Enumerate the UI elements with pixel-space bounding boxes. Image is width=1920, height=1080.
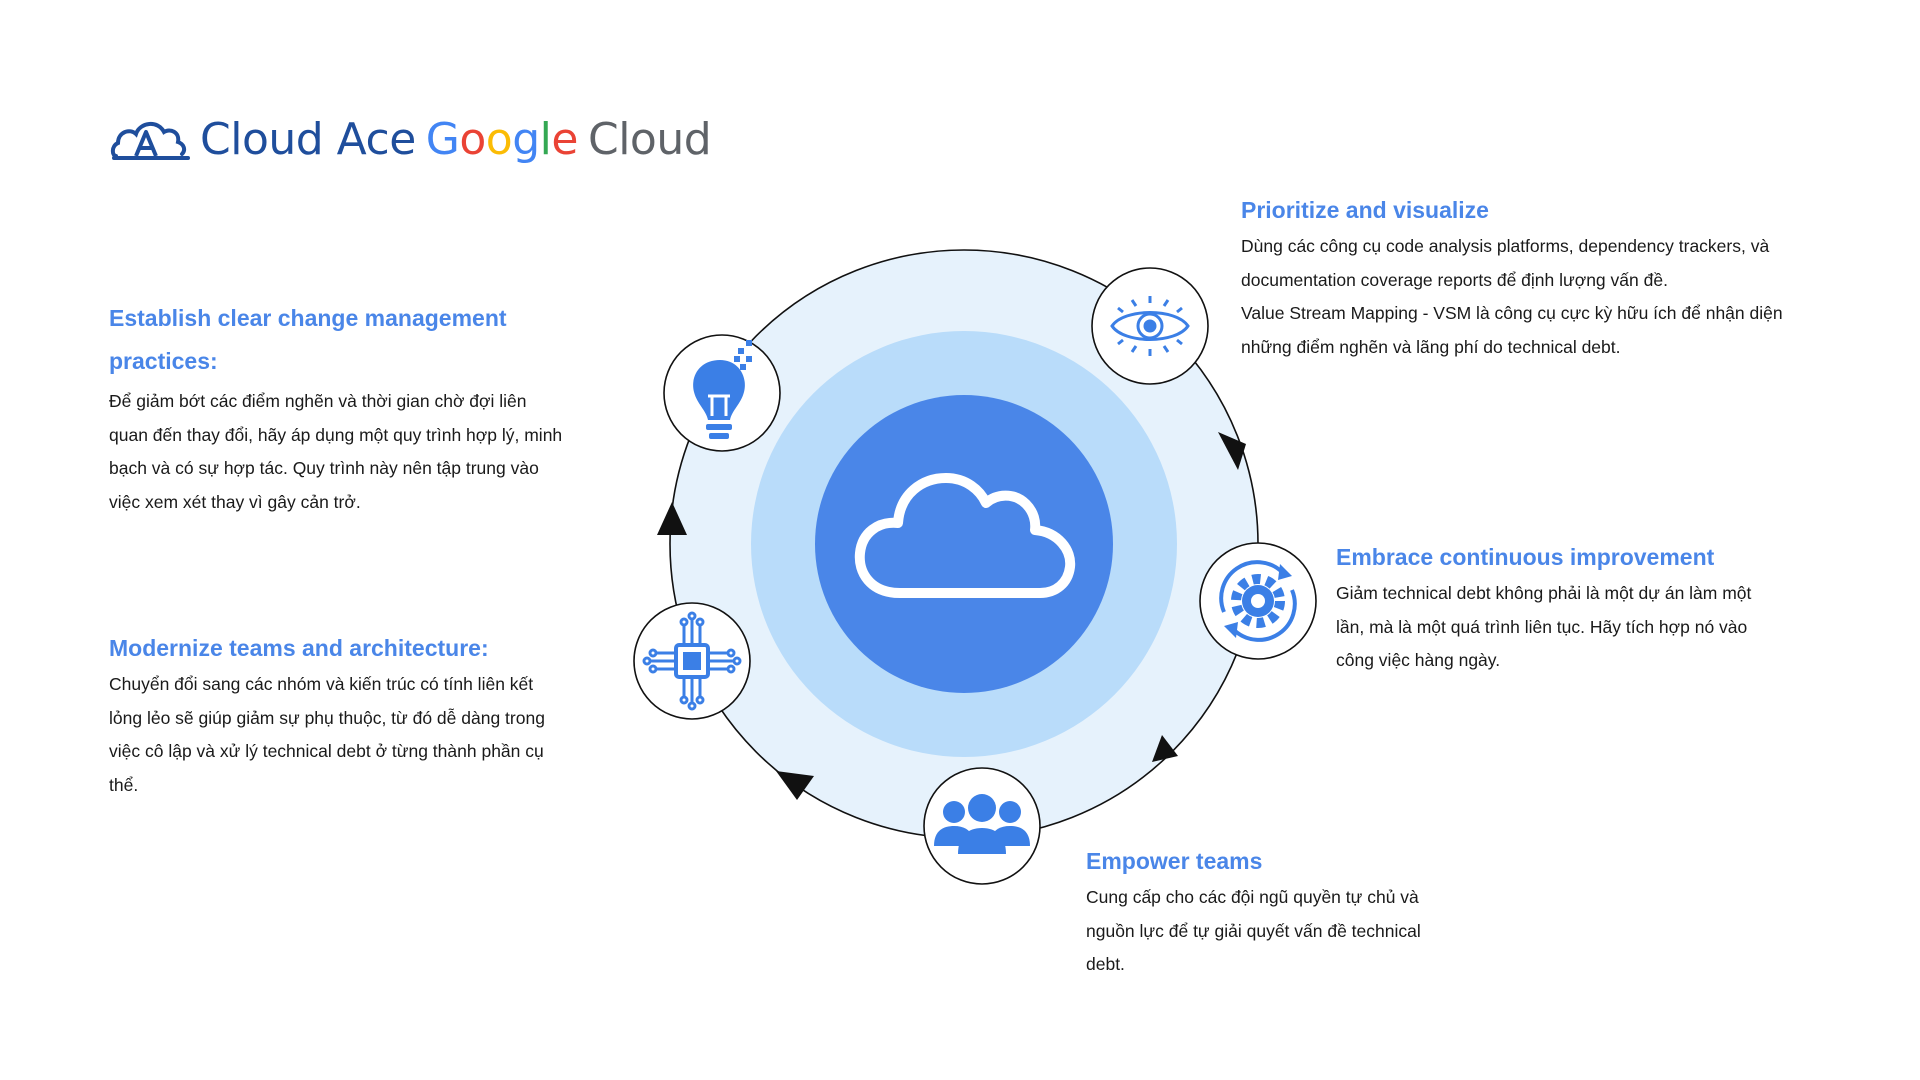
cloud-wordmark: Cloud [587, 113, 712, 165]
body-line: debt. [1086, 954, 1125, 974]
section-empower-title: Empower teams [1086, 848, 1263, 874]
body-line: Giảm technical debt không phải là một dự… [1336, 583, 1752, 603]
section-establish-title: Establish clear change management practi… [109, 297, 609, 383]
body-line: công việc hàng ngày. [1336, 650, 1501, 670]
section-modernize-body: Chuyển đổi sang các nhóm và kiến trúc có… [109, 668, 599, 802]
body-line: việc cô lập và xử lý technical debt ở từ… [109, 741, 544, 761]
google-letter: G [425, 113, 460, 165]
core-circle [815, 395, 1113, 693]
body-line: Value Stream Mapping - VSM là công cụ cự… [1241, 303, 1783, 323]
body-line: documentation coverage reports để định l… [1241, 269, 1668, 290]
google-letter: l [539, 113, 552, 165]
body-line: Dùng các công cụ code analysis platforms… [1241, 236, 1770, 256]
arrow-bottom-left [776, 771, 814, 800]
section-prioritize: Prioritize and visualize Dùng các công c… [1241, 189, 1821, 364]
section-embrace-title: Embrace continuous improvement [1336, 544, 1715, 570]
section-modernize-title: Modernize teams and architecture: [109, 635, 489, 661]
title-line-2: practices: [109, 348, 218, 374]
section-empower-body: Cung cấp cho các đội ngũ quyền tự chủ và… [1086, 881, 1491, 982]
body-line: những điểm nghẽn và lãng phí do technica… [1241, 336, 1621, 357]
body-line: lỏng lẻo sẽ giúp giảm sự phụ thuộc, từ đ… [109, 707, 545, 728]
section-empower: Empower teams Cung cấp cho các đội ngũ q… [1086, 840, 1491, 982]
gear-cycle-icon [1219, 560, 1297, 642]
section-establish-body: Để giảm bớt các điểm nghẽn và thời gian … [109, 385, 609, 519]
body-line: bạch và có sự hợp tác. Quy trình này nên… [109, 458, 539, 478]
team-icon [934, 794, 1030, 854]
lightbulb-icon [693, 340, 752, 439]
node-chip [633, 602, 751, 720]
body-line: Để giảm bớt các điểm nghẽn và thời gian … [109, 391, 527, 411]
section-embrace: Embrace continuous improvement Giảm tech… [1336, 536, 1821, 678]
node-lightbulb [663, 334, 781, 452]
google-letter: g [512, 113, 540, 165]
section-establish: Establish clear change management practi… [109, 297, 609, 519]
eye-icon [1110, 296, 1190, 356]
arrow-right-bottom [1152, 735, 1178, 762]
google-letter: o [459, 113, 486, 165]
body-line: Chuyển đổi sang các nhóm và kiến trúc có… [109, 674, 534, 694]
cloud-icon [854, 473, 1076, 598]
chip-icon [642, 611, 742, 711]
body-line: quan đến thay đổi, hãy áp dụng một quy t… [109, 424, 563, 445]
body-line: nguồn lực để tự giải quyết vấn đề techni… [1086, 920, 1421, 941]
cloud-ace-logo-icon [110, 122, 190, 160]
section-embrace-body: Giảm technical debt không phải là một dự… [1336, 577, 1821, 678]
node-gear [1199, 542, 1317, 660]
arrow-right-top [1218, 432, 1246, 470]
arrow-left [657, 502, 687, 535]
body-line: lần, mà là một quá trình liên tục. Hãy t… [1336, 616, 1748, 637]
body-line: thể. [109, 774, 139, 795]
body-line: việc xem xét thay vì gây cản trở. [109, 491, 361, 512]
cloud-ace-wordmark: Cloud Ace [200, 113, 416, 165]
body-line: Cung cấp cho các đội ngũ quyền tự chủ và [1086, 887, 1419, 907]
node-team [923, 767, 1041, 885]
google-letter: o [485, 113, 513, 165]
google-letter: e [551, 113, 578, 165]
title-line-1: Establish clear change management [109, 305, 507, 331]
node-eye [1091, 267, 1209, 385]
section-prioritize-title: Prioritize and visualize [1241, 197, 1489, 223]
section-modernize: Modernize teams and architecture: Chuyển… [109, 627, 599, 802]
section-prioritize-body: Dùng các công cụ code analysis platforms… [1241, 230, 1821, 364]
